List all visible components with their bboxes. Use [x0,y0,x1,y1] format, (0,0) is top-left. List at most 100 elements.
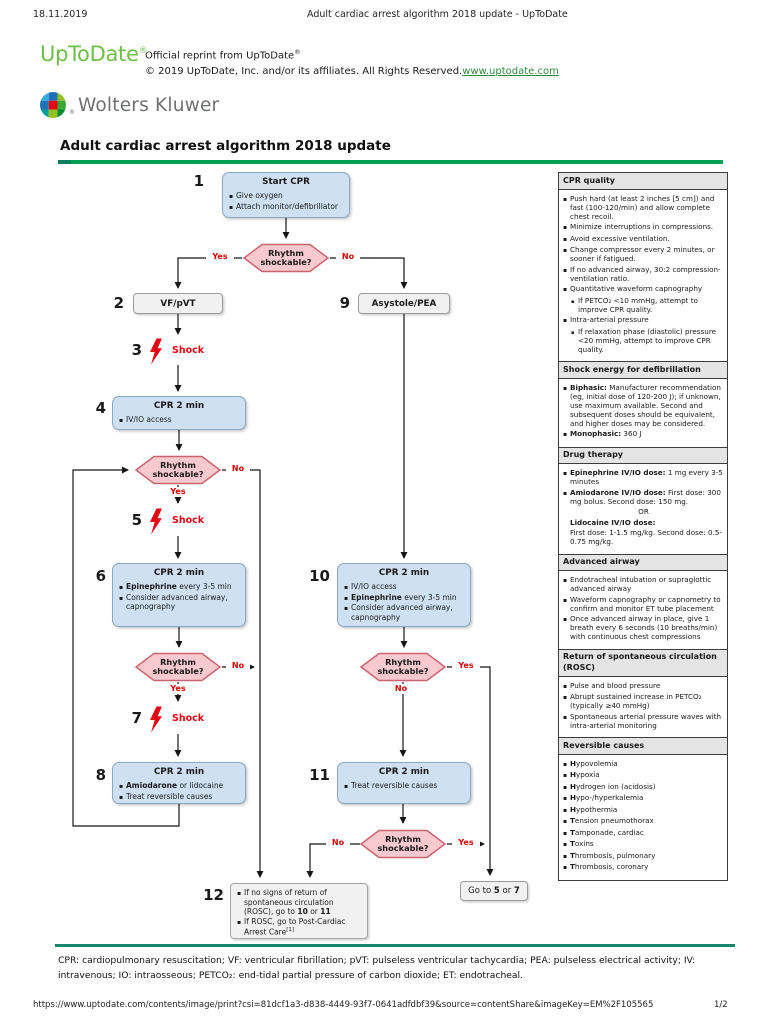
abbreviation-note: CPR: cardiopulmonary resuscitation; VF: … [58,955,696,981]
section-items: Push hard (at least 2 inches [5 cm]) and… [559,190,727,362]
bullet-marker [563,816,570,826]
sidebar-section-rosc: Return of spontaneous circulation (ROSC)… [559,648,727,738]
reprint-block: Official reprint from UpToDate® © 2019 U… [145,44,575,80]
bullet-marker [563,575,570,593]
sidebar-section-cpr-quality: CPR quality Push hard (at least 2 inches… [559,173,727,361]
node-rosc-outcome: If no signs of return of spontaneous cir… [230,883,368,939]
sidebar-item: First dose: 1-1.5 mg/kg. Second dose: 0.… [570,528,722,546]
label-no: No [336,252,360,262]
bullet-marker [237,917,244,938]
sidebar-item: Intra-arterial pressure [563,315,724,325]
bullet-marker [563,284,570,294]
sidebar-item: If relaxation phase (diastolic) pressure… [571,327,724,354]
bullet-marker [119,792,126,803]
sidebar-section-drug-therapy: Drug therapy Epinephrine IV/IO dose: 1 m… [559,446,727,554]
step-number-6: 6 [95,567,106,585]
uptodate-logo: UpToDate® [40,42,148,66]
label-no: No [326,838,350,848]
sidebar-item: Endotracheal intubation or supraglottic … [563,575,724,593]
bullet-marker [563,862,570,872]
sidebar-item: Quantitative waveform capnography [563,284,724,294]
sidebar-item: Once advanced airway in place, give 1 br… [563,614,724,641]
bullet-marker [563,488,570,506]
bullet-marker [563,194,570,221]
bullet-marker [563,770,570,780]
sidebar-item: Hypoxia [563,770,724,780]
node-goto-5-or-7: Go to 5 or 7 [460,881,528,901]
bullet-marker [563,222,570,232]
node-bullet: Give oxygen [229,191,345,202]
bullet-marker [563,712,570,730]
sidebar-item: Biphasic: Manufacturer recommendation (e… [563,383,724,428]
bullet-marker [563,851,570,861]
label-yes: Yes [164,487,192,497]
section-items: Epinephrine IV/IO dose: 1 mg every 3-5 m… [559,464,727,554]
step-number-10: 10 [309,567,330,585]
step-number-4: 4 [95,399,106,417]
sidebar-item: If no advanced airway, 30:2 compression-… [563,265,724,283]
sidebar-section-advanced-airway: Advanced airway Endotracheal intubation … [559,553,727,649]
registered-mark: ® [69,109,75,116]
bullet-marker [344,582,351,593]
step-number-3: 3 [131,341,142,359]
sidebar-item: Toxins [563,839,724,849]
reference-sidebar: CPR quality Push hard (at least 2 inches… [558,172,728,881]
bullet-marker [563,805,570,815]
bullet-marker [563,681,570,691]
sidebar-item: Lidocaine IV/IO dose: [570,517,656,527]
sidebar-item: Hydrogen ion (acidosis) [563,782,724,792]
node-bullet: Epinephrine every 3-5 min [344,593,466,604]
shock-label: Shock [172,345,205,356]
sidebar-item: Change compressor every 2 minutes, or so… [563,245,724,263]
section-title: Drug therapy [559,446,727,464]
step-number-1: 1 [193,172,204,190]
step-number-12: 12 [203,886,224,904]
sidebar-section-reversible-causes: Reversible causes HypovolemiaHypoxiaHydr… [559,737,727,880]
reference-marker: [1] [286,927,295,933]
node-asystole-pea: Asystole/PEA [358,293,450,314]
node-bullet: Amiodarone or lidocaine [119,781,241,792]
sidebar-item: Tamponade, cardiac [563,828,724,838]
sidebar-item: Pulse and blood pressure [563,681,724,691]
bullet-marker [119,781,126,792]
bullet-marker [571,296,578,314]
bullet-marker [344,593,351,604]
bullet-marker [563,692,570,710]
node-cpr-2min-10: CPR 2 min IV/IO access Epinephrine every… [337,563,471,627]
print-date: 18.11.2019 [33,9,88,20]
step-number-7: 7 [131,709,142,727]
sidebar-item: Spontaneous arterial pressure waves with… [563,712,724,730]
page-title: Adult cardiac arrest algorithm 2018 upda… [60,138,391,154]
sidebar-item: Push hard (at least 2 inches [5 cm]) and… [563,194,724,221]
section-title: Advanced airway [559,553,727,571]
title-rule [71,160,723,164]
sidebar-item: Avoid excessive ventilation. [563,234,724,244]
bullet-marker [237,888,244,917]
node-cpr-2min-8: CPR 2 min Amiodarone or lidocaine Treat … [112,762,246,804]
label-yes: Yes [206,252,234,262]
shock-label: Shock [172,713,205,724]
sidebar-item: Thrombosis, pulmonary [563,851,724,861]
sidebar-item: Epinephrine IV/IO dose: 1 mg every 3-5 m… [563,468,724,486]
uptodate-link[interactable]: www.uptodate.com [462,66,559,78]
node-bullet: Consider advanced airway, capnography [344,603,466,622]
sidebar-item: If PETCO₂ <10 mmHg, attempt to improve C… [571,296,724,314]
sidebar-item: Abrupt sustained increase in PETCO₂ (typ… [563,692,724,710]
step-number-11: 11 [309,766,330,784]
sidebar-item: Waveform capnography or capnometry to co… [563,595,724,613]
label-no: No [226,464,250,474]
section-items: Endotracheal intubation or supraglottic … [559,571,727,649]
page-indicator: 1/2 [714,1000,728,1010]
section-items: HypovolemiaHypoxiaHydrogen ion (acidosis… [559,755,727,880]
bullet-marker [119,593,126,612]
bullet-marker [563,782,570,792]
shock-label: Shock [172,515,205,526]
sidebar-section-shock-energy: Shock energy for defibrillation Biphasic… [559,361,727,447]
shock-bolt-icon [150,706,162,733]
bullet-marker [563,468,570,486]
node-title: Start CPR [262,177,310,187]
title-rule-cap [58,159,71,164]
